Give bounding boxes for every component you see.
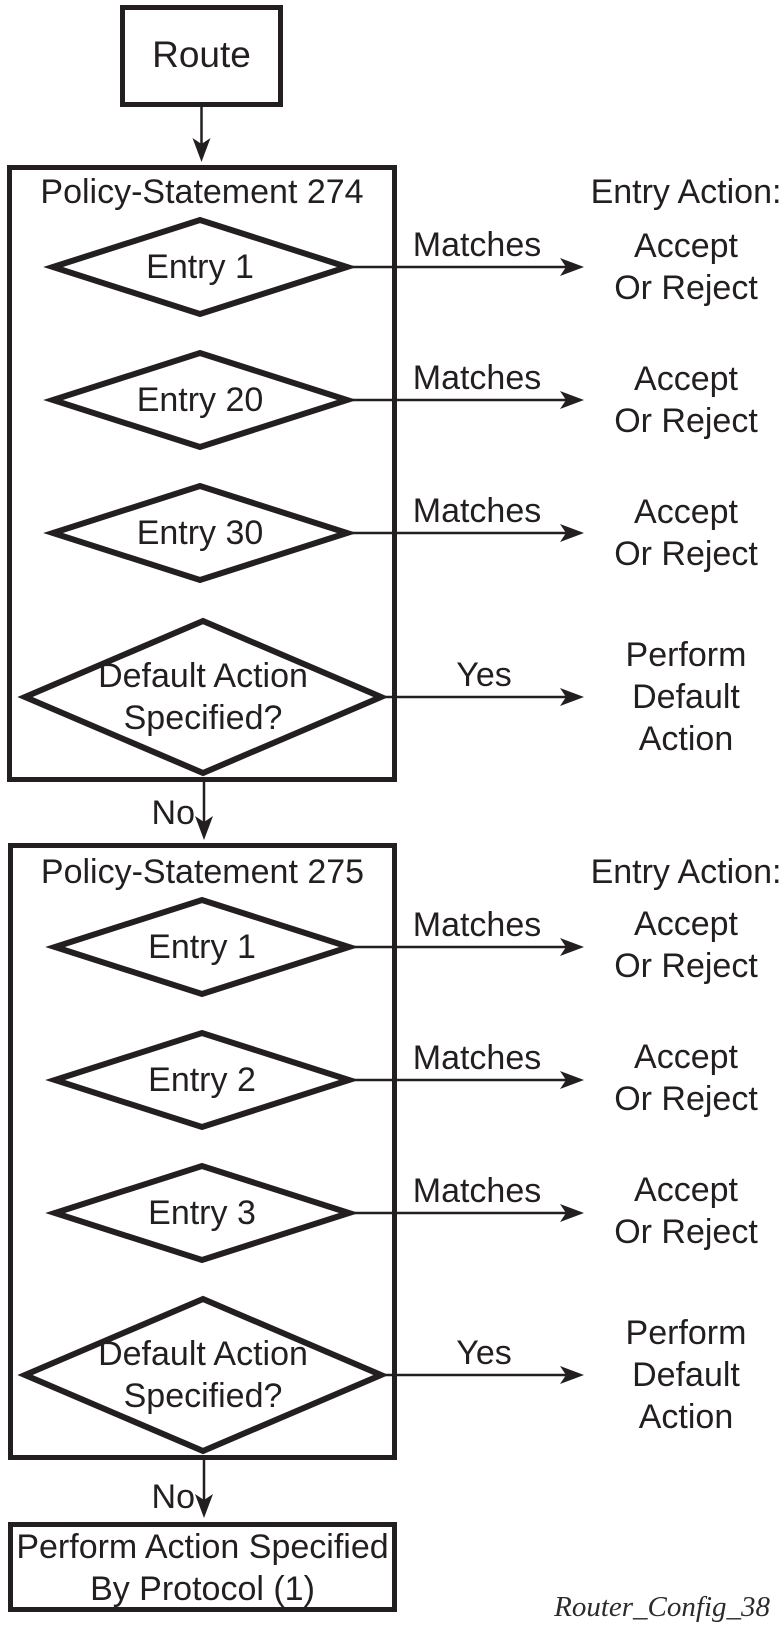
- ps274-entry-1-matches-label: Matches: [412, 226, 542, 264]
- ps275-entry-action-header: Entry Action:: [590, 853, 782, 891]
- ps275-entry-3-matches-label: Matches: [412, 1172, 542, 1210]
- ps274-entry-20-action: Accept Or Reject: [614, 360, 758, 440]
- ps274-title: Policy-Statement 274: [40, 173, 364, 211]
- ps274-entry-30-action: Accept Or Reject: [614, 493, 758, 573]
- ps275-entry-1-action: Accept Or Reject: [614, 905, 758, 985]
- figure-label: Router_Config_38: [554, 1591, 770, 1623]
- route-box-shape: [120, 5, 283, 107]
- ps275-entry-2-matches-label: Matches: [412, 1039, 542, 1077]
- ps275-entry-2-label: Entry 2: [148, 1061, 256, 1099]
- protocol-action-box-shape: [8, 1522, 397, 1612]
- ps274-yes-label: Yes: [456, 656, 512, 694]
- route-node-label: Route: [152, 34, 251, 75]
- ps274-entry-20-matches-label: Matches: [412, 359, 542, 397]
- ps275-entry-3-label: Entry 3: [148, 1194, 256, 1232]
- protocol-action-label: Perform Action Specified By Protocol (1): [16, 1528, 389, 1608]
- ps274-entry-action-header: Entry Action:: [590, 173, 782, 211]
- ps275-yes-label: Yes: [456, 1334, 512, 1372]
- ps275-entry-3-action: Accept Or Reject: [614, 1171, 758, 1251]
- ps275-title: Policy-Statement 275: [40, 853, 365, 891]
- ps275-entry-2-action: Accept Or Reject: [614, 1038, 758, 1118]
- ps274-entry-30-matches-label: Matches: [412, 492, 542, 530]
- ps275-entry-1-label: Entry 1: [148, 928, 256, 966]
- ps274-entry-30-label: Entry 30: [136, 514, 264, 552]
- ps274-entry-1-action: Accept Or Reject: [614, 227, 758, 307]
- ps274-default-action-result: Perform Default Action: [625, 636, 747, 758]
- ps275-default-action-label: Default Action Specified?: [98, 1335, 308, 1415]
- ps275-no-label: No: [151, 1478, 195, 1516]
- ps274-no-label: No: [151, 794, 195, 832]
- ps275-default-action-result: Perform Default Action: [625, 1314, 747, 1436]
- ps274-entry-20-label: Entry 20: [136, 381, 264, 419]
- ps274-entry-1-label: Entry 1: [146, 248, 254, 286]
- ps274-default-action-label: Default Action Specified?: [98, 657, 308, 737]
- ps275-entry-1-matches-label: Matches: [412, 906, 542, 944]
